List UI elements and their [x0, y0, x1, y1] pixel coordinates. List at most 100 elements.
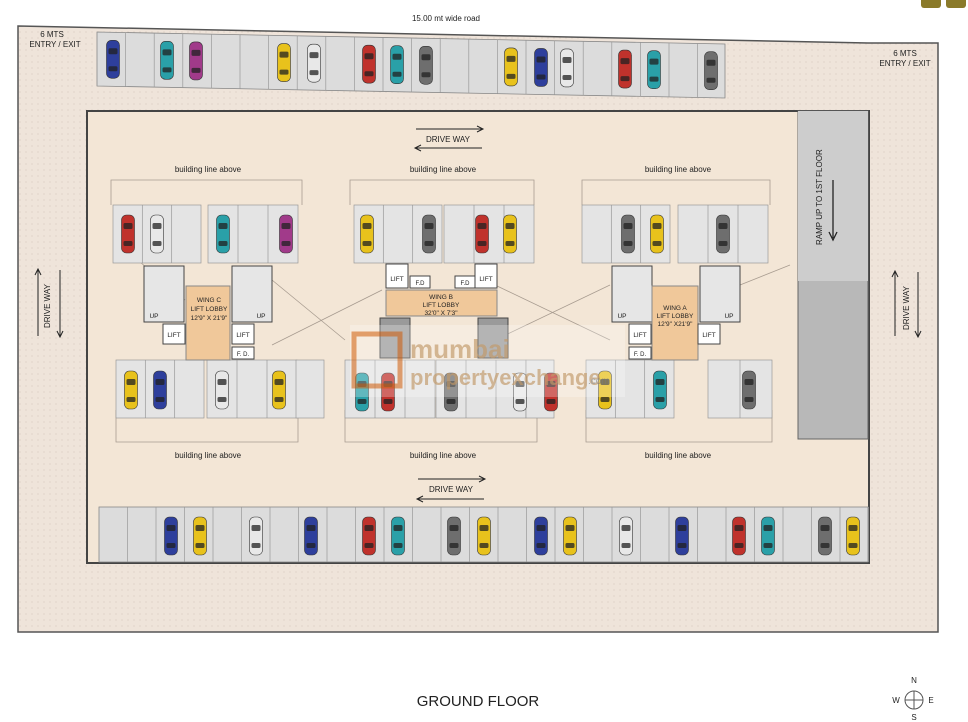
wing-c-lobby: LIFT LOBBY: [191, 306, 228, 313]
car-icon: [732, 516, 746, 556]
wing-c-lift-right: LIFT: [236, 332, 249, 339]
car-icon: [106, 40, 120, 79]
wing-b-lift-right: LIFT: [479, 276, 492, 283]
car-icon: [307, 43, 321, 83]
zoom-button[interactable]: [921, 0, 941, 8]
compass-s: S: [911, 713, 916, 722]
watermark-line1: mumbai: [410, 334, 510, 364]
car-icon: [189, 41, 203, 81]
car-icon: [560, 48, 574, 88]
car-icon: [598, 370, 612, 410]
driveway-top-arrowhead-2: [413, 144, 422, 152]
compass-icon: [904, 690, 924, 710]
car-icon: [160, 41, 174, 80]
entry-right-line1: 6 MTS: [893, 49, 917, 58]
entry-left-line2: ENTRY / EXIT: [29, 40, 80, 49]
car-icon: [675, 516, 689, 556]
building-line-label-a-top: building line above: [645, 165, 712, 174]
car-icon: [150, 214, 164, 254]
car-icon: [304, 516, 318, 556]
driveway-left-arrowhead-2: [56, 330, 64, 339]
car-icon: [422, 214, 436, 254]
car-icon: [647, 50, 661, 89]
building-line-label-a-bottom: building line above: [645, 451, 712, 460]
wing-c-up-right: UP: [256, 313, 265, 320]
car-icon: [419, 45, 433, 85]
car-icon: [216, 214, 230, 254]
car-icon: [391, 516, 405, 556]
wing-b-lift-left: LIFT: [390, 276, 403, 283]
car-icon: [447, 516, 461, 556]
floor-title: GROUND FLOOR: [417, 693, 540, 710]
ramp-arrowhead: [828, 231, 838, 242]
wing-b-fd-left: F.D: [416, 281, 426, 287]
driveway-right-arrowhead-2: [914, 330, 922, 339]
watermark: mumbai propertyexchange .com: [350, 325, 625, 397]
car-icon: [704, 51, 718, 91]
wing-a-core: [611, 265, 741, 361]
car-icon: [653, 370, 667, 410]
building-line-label-c-top: building line above: [175, 165, 242, 174]
car-icon: [390, 45, 404, 85]
wing-a-title: WING A: [663, 305, 687, 312]
wing-c-up-left: UP: [149, 313, 158, 320]
car-icon: [477, 516, 491, 556]
building-line-label-c-bottom: building line above: [175, 451, 242, 460]
car-icon: [761, 516, 775, 556]
car-icon: [475, 214, 489, 254]
ramp-label: RAMP UP TO 1ST FLOOR: [815, 149, 824, 245]
driveway-right-label: DRIVE WAY: [902, 285, 911, 330]
wing-b-dims: 32'0" X 7'3": [424, 310, 458, 317]
car-icon: [362, 516, 376, 556]
parking-bay: [295, 359, 325, 419]
car-icon: [277, 43, 291, 82]
wing-a-up-left: UP: [617, 313, 626, 320]
car-icon: [716, 214, 730, 254]
car-icon: [618, 49, 632, 89]
car-icon: [193, 516, 207, 556]
wing-c-dims: 12'9" X 21'9": [191, 315, 228, 322]
driveway-left-label: DRIVE WAY: [43, 283, 52, 328]
car-icon: [619, 516, 633, 556]
driveway-bottom-label: DRIVE WAY: [429, 485, 474, 494]
wing-a-up-right: UP: [724, 313, 733, 320]
driveway-left-arrowhead-1: [34, 267, 42, 276]
driveway-right-arrowhead-1: [891, 269, 899, 278]
car-icon: [121, 214, 135, 254]
driveway-top-arrowhead-1: [476, 125, 485, 133]
car-icon: [444, 372, 458, 412]
wing-b-lobby: LIFT LOBBY: [423, 302, 460, 309]
car-icon: [124, 370, 138, 410]
wing-a-lift-right: LIFT: [702, 332, 715, 339]
car-icon: [846, 516, 860, 556]
wing-a-fd: F. D.: [634, 352, 647, 358]
car-icon: [503, 214, 517, 254]
watermark-suffix: .com: [588, 376, 610, 387]
wing-a-dims: 12'9" X21'9": [658, 321, 694, 328]
car-icon: [279, 214, 293, 254]
wing-c-core: [143, 265, 273, 361]
entry-right-line2: ENTRY / EXIT: [879, 59, 930, 68]
car-icon: [360, 214, 374, 254]
compass-e: E: [928, 696, 933, 705]
building-line-label-b-bottom: building line above: [410, 451, 477, 460]
car-icon: [534, 48, 548, 87]
driveway-bottom-arrowhead-1: [478, 475, 487, 483]
car-icon: [513, 372, 527, 412]
car-icon: [544, 372, 558, 412]
search-button[interactable]: [946, 0, 966, 8]
car-icon: [164, 516, 178, 556]
wing-b-core: [379, 263, 509, 359]
entry-left-line1: 6 MTS: [40, 30, 64, 39]
wing-c-lift-left: LIFT: [167, 332, 180, 339]
parking-bay: [443, 204, 535, 264]
compass-w: W: [892, 696, 900, 705]
car-icon: [215, 370, 229, 410]
driveway-bottom-arrowhead-2: [415, 495, 424, 503]
car-icon: [272, 370, 286, 410]
car-icon: [153, 370, 167, 410]
watermark-line2: propertyexchange: [410, 365, 601, 390]
driveway-top-label: DRIVE WAY: [426, 135, 471, 144]
building-outline: [110, 179, 791, 443]
